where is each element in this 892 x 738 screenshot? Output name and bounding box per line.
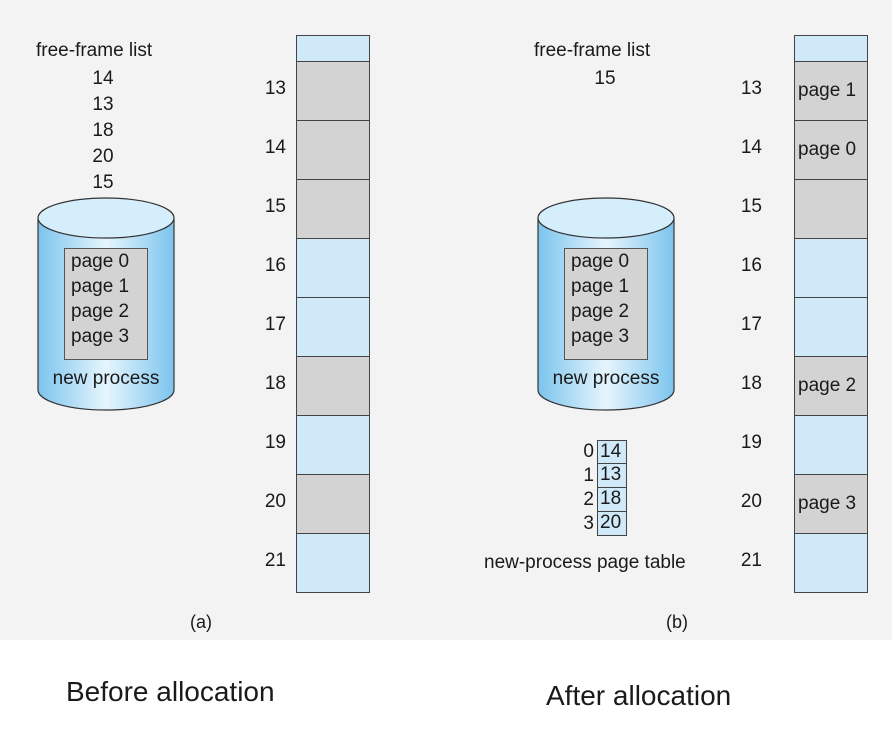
disk-page: page 2 <box>571 301 630 322</box>
free-frame-list-title: free-frame list <box>36 40 153 61</box>
memory-frame <box>297 356 369 415</box>
frame-number: 18 <box>264 373 286 394</box>
frame-number: 20 <box>264 491 286 512</box>
memory-frame <box>795 238 867 297</box>
memory-frame <box>297 179 369 238</box>
memory-frame: page 0 <box>795 120 867 179</box>
frame-number: 19 <box>264 432 286 453</box>
page-table-row: 0 14 <box>574 440 627 464</box>
memory-frame <box>297 474 369 533</box>
disk-label: new process <box>552 368 660 389</box>
frame-number: 19 <box>740 432 762 453</box>
disk-pages: page 0 page 1 page 2 page 3 <box>64 248 148 360</box>
memory-frame: page 3 <box>795 474 867 533</box>
memory-frame <box>297 238 369 297</box>
page-table-frame: 20 <box>597 512 627 536</box>
frame-number: 15 <box>740 196 762 217</box>
frame-number: 20 <box>740 491 762 512</box>
page-table-label: new-process page table <box>484 552 686 573</box>
frame-number: 21 <box>264 550 286 571</box>
memory-frame <box>297 533 369 592</box>
page-table-index: 3 <box>583 513 594 534</box>
memory-frame-top <box>297 36 369 61</box>
memory-frame <box>795 297 867 356</box>
page-table: 0 14 1 13 2 18 3 20 <box>574 440 627 536</box>
free-frame-entry: 18 <box>92 120 114 141</box>
frame-number: 16 <box>740 255 762 276</box>
memory-frame <box>297 415 369 474</box>
disk-page: page 1 <box>571 276 630 297</box>
free-frame-entry: 15 <box>594 68 616 89</box>
free-frame-entry: 20 <box>92 146 114 167</box>
sub-label-a: (a) <box>190 612 212 632</box>
free-frame-list: 15 <box>580 66 630 92</box>
caption-before: Before allocation <box>66 676 275 707</box>
disk-pages: page 0 page 1 page 2 page 3 <box>564 248 648 360</box>
page-table-frame: 18 <box>597 488 627 512</box>
frame-number: 13 <box>740 78 762 99</box>
physical-memory <box>296 35 370 593</box>
page-table-row: 2 18 <box>574 488 627 512</box>
disk-page: page 0 <box>71 251 130 272</box>
memory-frame: page 2 <box>795 356 867 415</box>
page-table-frame: 14 <box>597 440 627 464</box>
free-frame-list: 14 13 18 20 15 <box>78 66 128 196</box>
page-table-index: 0 <box>583 441 594 462</box>
frame-number: 17 <box>264 314 286 335</box>
physical-memory: page 1 page 0 page 2 page 3 <box>794 35 868 593</box>
page-table-row: 3 20 <box>574 512 627 536</box>
frame-number: 14 <box>264 137 286 158</box>
page-table-row: 1 13 <box>574 464 627 488</box>
memory-frame <box>795 415 867 474</box>
frame-number: 16 <box>264 255 286 276</box>
page-table-index: 1 <box>583 465 594 486</box>
frame-number: 17 <box>740 314 762 335</box>
caption-after: After allocation <box>546 680 732 711</box>
memory-frame <box>795 179 867 238</box>
free-frame-entry: 15 <box>92 172 114 193</box>
free-frame-entry: 13 <box>92 94 114 115</box>
sub-label-b: (b) <box>666 612 688 632</box>
disk-page: page 1 <box>71 276 130 297</box>
memory-frame: page 1 <box>795 61 867 120</box>
frame-number: 21 <box>740 550 762 571</box>
memory-frame <box>297 297 369 356</box>
memory-frame <box>297 61 369 120</box>
disk-page: page 3 <box>71 326 130 347</box>
disk-page: page 3 <box>571 326 630 347</box>
memory-frame <box>297 120 369 179</box>
free-frame-entry: 14 <box>92 68 114 89</box>
frame-number: 15 <box>264 196 286 217</box>
frame-number: 18 <box>740 373 762 394</box>
frame-number: 14 <box>740 137 762 158</box>
page-table-index: 2 <box>583 489 594 510</box>
disk-page: page 2 <box>71 301 130 322</box>
memory-frame <box>795 533 867 592</box>
free-frame-list-title: free-frame list <box>534 40 651 61</box>
frame-number: 13 <box>264 78 286 99</box>
disk-page: page 0 <box>571 251 630 272</box>
disk-label: new process <box>52 368 160 389</box>
page-table-frame: 13 <box>597 464 627 488</box>
memory-frame-top <box>795 36 867 61</box>
